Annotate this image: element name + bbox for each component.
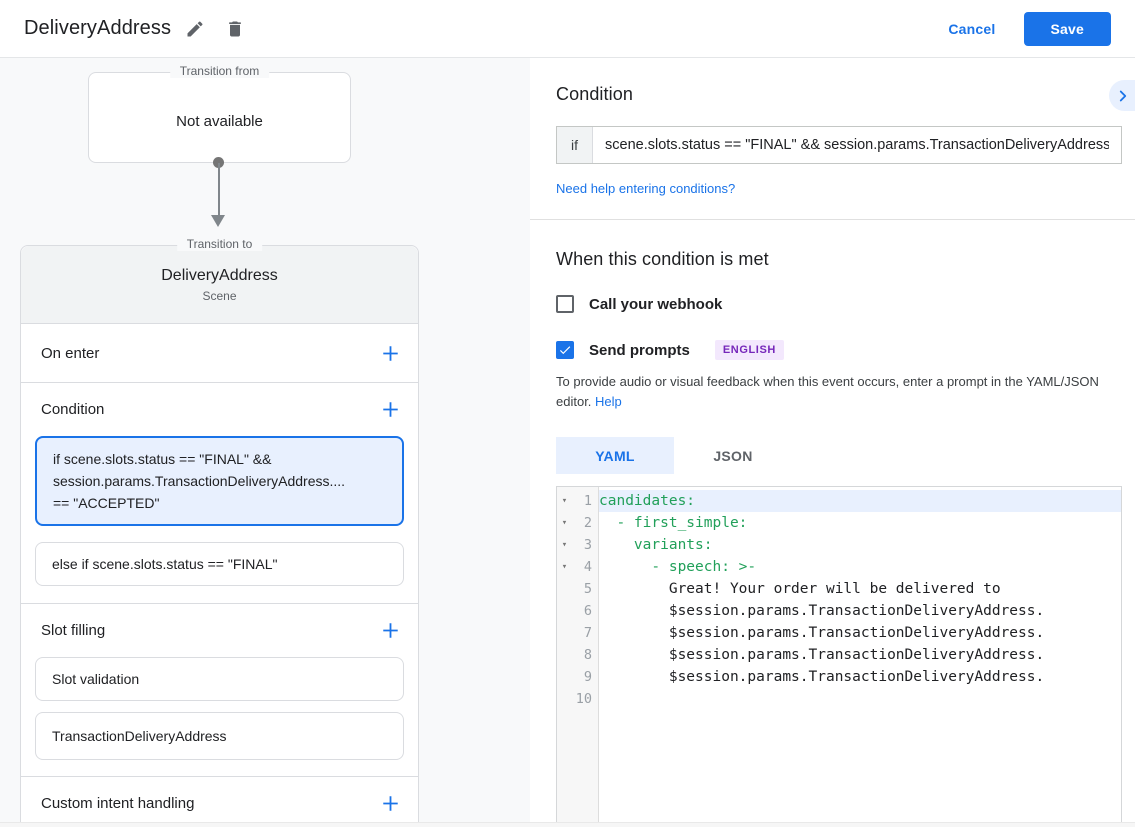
condition-heading: Condition (556, 84, 633, 104)
condition-item-selected[interactable]: if scene.slots.status == "FINAL" && sess… (35, 436, 404, 526)
prompts-description: To provide audio or visual feedback when… (556, 372, 1121, 412)
slot-filling-section-label: Slot filling (41, 622, 106, 639)
edit-button[interactable] (179, 13, 211, 45)
plus-icon (382, 345, 399, 362)
delete-button[interactable] (219, 13, 251, 45)
scene-card-header[interactable]: DeliveryAddress Scene (21, 246, 418, 324)
custom-intent-section-label: Custom intent handling (41, 795, 195, 812)
condition-section-label: Condition (41, 401, 105, 418)
scene-diagram-canvas[interactable]: Transition from Not available Transition… (0, 58, 530, 822)
page-title: DeliveryAddress (24, 17, 172, 39)
connector-arrow-icon (211, 215, 225, 227)
line-number: 3 (583, 537, 592, 553)
plus-icon (382, 401, 399, 418)
add-custom-intent-button[interactable] (376, 790, 404, 818)
save-button[interactable]: Save (1023, 11, 1111, 46)
format-tabs: YAML JSON (556, 437, 1122, 474)
conditions-help-link[interactable]: Need help entering conditions? (556, 181, 736, 196)
editor-line[interactable]: $session.params.TransactionDeliveryAddre… (599, 669, 1045, 685)
plus-icon (382, 795, 399, 812)
editor-code[interactable]: candidates: - first_simple: variants: - … (599, 487, 1121, 822)
line-number: 8 (583, 647, 592, 663)
add-slot-button[interactable] (376, 617, 404, 645)
editor-line[interactable]: Great! Your order will be delivered to (599, 581, 1001, 597)
send-prompts-checkbox[interactable] (556, 341, 574, 359)
scene-type: Scene (202, 289, 237, 303)
condition-editor-section: Condition if Need help entering conditio… (530, 58, 1135, 220)
pencil-icon (185, 19, 205, 39)
prompts-description-text: To provide audio or visual feedback when… (556, 374, 1099, 409)
editor-line[interactable]: $session.params.TransactionDeliveryAddre… (599, 625, 1045, 641)
add-condition-button[interactable] (376, 396, 404, 424)
editor-gutter: ▾ 1 ▾ 2 ▾ 3 ▾ 4 5 6 7 8 9 10 (557, 487, 599, 822)
webhook-label: Call your webhook (589, 295, 723, 313)
condition-met-section: When this condition is met Call your web… (530, 220, 1135, 822)
yaml-code-editor[interactable]: ▾ 1 ▾ 2 ▾ 3 ▾ 4 5 6 7 8 9 10 candidates: - first_simp… (556, 486, 1122, 822)
editor-line[interactable] (599, 688, 1121, 710)
section-slot-filling: Slot filling Slot validation Transaction… (21, 604, 418, 777)
transition-from-box[interactable]: Transition from Not available (88, 64, 351, 163)
on-enter-label: On enter (41, 344, 100, 362)
fold-arrow-icon[interactable]: ▾ (561, 518, 568, 528)
fold-arrow-icon[interactable]: ▾ (561, 562, 568, 572)
if-prefix-label: if (557, 127, 593, 163)
language-badge: ENGLISH (714, 340, 784, 360)
tab-json[interactable]: JSON (713, 447, 753, 464)
condition-expression-input[interactable] (593, 127, 1121, 163)
scene-name: DeliveryAddress (161, 267, 278, 284)
slot-transaction-item[interactable]: TransactionDeliveryAddress (35, 712, 404, 760)
trash-icon (225, 19, 245, 39)
condition-item-else-if[interactable]: else if scene.slots.status == "FINAL" (35, 542, 404, 586)
checkmark-icon (558, 343, 572, 357)
help-link[interactable]: Help (595, 394, 622, 409)
tab-yaml[interactable]: YAML (556, 437, 674, 474)
cancel-button[interactable]: Cancel (936, 13, 1007, 45)
section-custom-intent: Custom intent handling (21, 777, 418, 822)
collapse-panel-button[interactable] (1109, 80, 1135, 111)
section-on-enter[interactable]: On enter (21, 324, 418, 383)
add-on-enter-button[interactable] (376, 339, 404, 367)
line-number: 2 (583, 515, 592, 531)
webhook-checkbox[interactable] (556, 295, 574, 313)
fold-arrow-icon[interactable]: ▾ (561, 496, 568, 506)
webhook-option-row: Call your webhook (556, 295, 1122, 313)
transition-from-value: Not available (176, 113, 263, 130)
fold-arrow-icon[interactable]: ▾ (561, 540, 568, 550)
connector-line (217, 163, 220, 216)
slot-validation-item[interactable]: Slot validation (35, 657, 404, 701)
bottom-strip (0, 822, 1135, 827)
send-prompts-label: Send prompts (589, 341, 690, 359)
editor-line[interactable]: $session.params.TransactionDeliveryAddre… (599, 603, 1045, 619)
editor-line[interactable]: - first_simple: (599, 515, 748, 531)
line-number: 7 (583, 625, 592, 641)
line-number: 10 (575, 691, 592, 707)
condition-details-panel: Condition if Need help entering conditio… (530, 58, 1135, 822)
transition-to-card: Transition to DeliveryAddress Scene On e… (20, 237, 419, 822)
editor-line[interactable]: variants: (599, 537, 713, 553)
connector-dot (213, 157, 224, 168)
condition-expression-field: if (556, 126, 1122, 164)
line-number: 9 (583, 669, 592, 685)
section-condition: Condition if scene.slots.status == "FINA… (21, 383, 418, 604)
line-number: 4 (583, 559, 592, 575)
line-number: 5 (583, 581, 592, 597)
prompts-option-row: Send prompts ENGLISH (556, 340, 1122, 360)
chevron-right-icon (1114, 87, 1132, 105)
app-header: DeliveryAddress Cancel Save (0, 0, 1135, 58)
line-number: 6 (583, 603, 592, 619)
transition-from-label: Transition from (169, 64, 270, 78)
editor-line[interactable]: - speech: >- (599, 559, 757, 575)
line-number: 1 (583, 493, 592, 509)
editor-line[interactable]: $session.params.TransactionDeliveryAddre… (599, 647, 1045, 663)
plus-icon (382, 622, 399, 639)
transition-to-label: Transition to (176, 237, 263, 251)
editor-line[interactable]: candidates: (599, 490, 1121, 512)
when-condition-heading: When this condition is met (556, 249, 769, 269)
